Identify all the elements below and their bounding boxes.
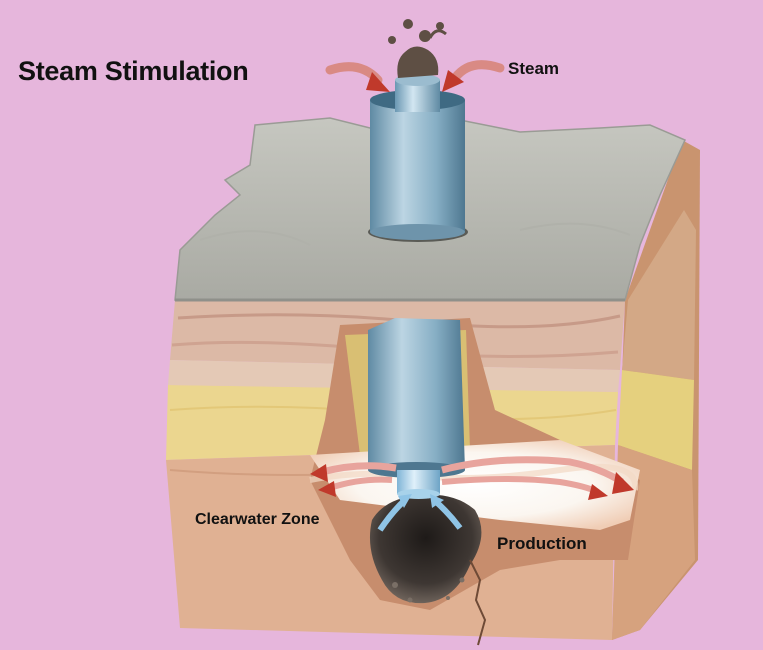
clearwater-zone-label: Clearwater Zone xyxy=(195,511,320,528)
steam-injection-arrows xyxy=(325,60,505,92)
production-label: Production xyxy=(497,534,587,553)
reservoir-steam-arrows xyxy=(310,456,634,500)
oil-spurt xyxy=(388,19,447,78)
fracture-crack xyxy=(469,559,487,646)
production-arrows xyxy=(377,494,463,532)
upper-wellbore xyxy=(368,74,468,242)
steam-label: Steam xyxy=(508,59,560,78)
diagram-title: Steam Stimulation xyxy=(18,56,249,86)
lower-wellbore xyxy=(368,318,465,499)
